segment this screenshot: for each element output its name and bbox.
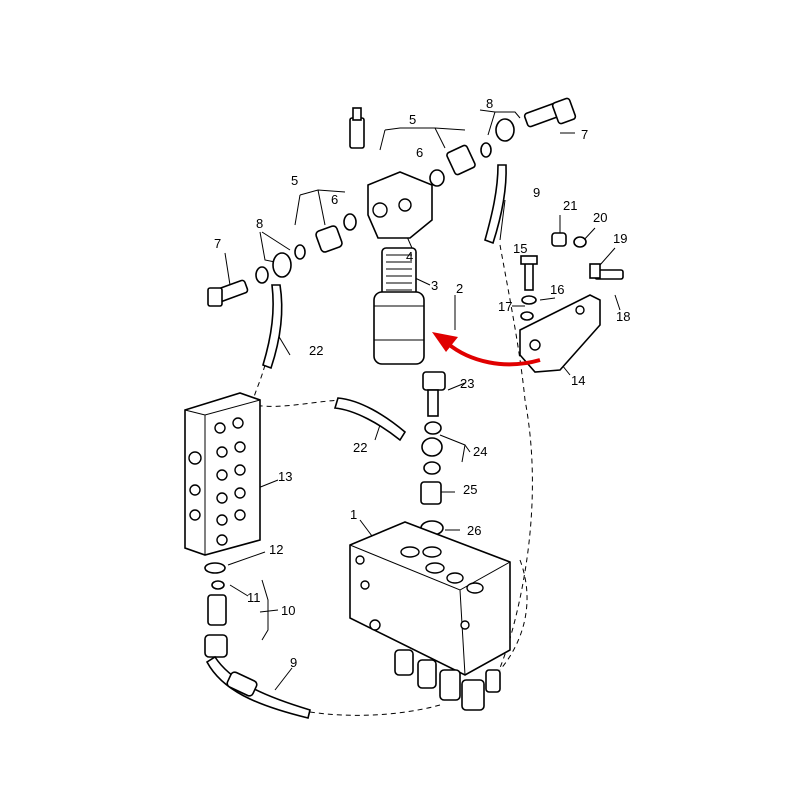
part-hose-sleeve (226, 671, 258, 697)
hose-route-line (252, 364, 346, 407)
part-hose-22-left (262, 284, 283, 370)
callout-3: 3 (431, 278, 438, 293)
callout-22: 22 (353, 440, 367, 455)
part-plug-25 (420, 481, 442, 505)
part-bolt-23 (422, 371, 446, 417)
callout-25: 25 (463, 482, 477, 497)
callout-7: 7 (581, 127, 588, 142)
part-manifold-block (184, 392, 261, 556)
part-banjo-24 (421, 421, 443, 475)
callout-9: 9 (533, 185, 540, 200)
callout-7: 7 (214, 236, 221, 251)
callout-5: 5 (291, 173, 298, 188)
callout-24: 24 (473, 444, 487, 459)
callout-23: 23 (460, 376, 474, 391)
part-bracket (519, 294, 601, 373)
callout-20: 20 (593, 210, 607, 225)
callout-16: 16 (550, 282, 564, 297)
callout-13: 13 (278, 469, 292, 484)
part-filter-bowl (373, 291, 425, 365)
part-filter-head (367, 171, 433, 239)
part-main-valve (349, 521, 511, 711)
callout-8: 8 (256, 216, 263, 231)
callout-14: 14 (571, 373, 585, 388)
part-banjo-left (207, 244, 306, 307)
highlight-arrow (432, 332, 541, 367)
part-bracket-hardware (520, 232, 624, 321)
part-adapter-left (315, 213, 357, 253)
callout-6: 6 (331, 192, 338, 207)
callout-1: 1 (350, 507, 357, 522)
callout-10: 10 (281, 603, 295, 618)
callout-11: 11 (247, 590, 261, 605)
hose-route-line (499, 559, 528, 671)
callout-19: 19 (613, 231, 627, 246)
callout-5: 5 (409, 112, 416, 127)
callout-22: 22 (309, 343, 323, 358)
part-hose-22-mid (333, 397, 407, 442)
callout-2: 2 (456, 281, 463, 296)
part-pressure-switch (349, 107, 365, 149)
part-union-fitting (429, 144, 476, 187)
part-fitting-10-12 (204, 562, 228, 658)
callout-26: 26 (467, 523, 481, 538)
callout-9: 9 (290, 655, 297, 670)
part-hose-9-upper (484, 164, 507, 245)
callout-17: 17 (498, 299, 512, 314)
callout-labels: 8 7 5 6 9 5 6 8 4 3 2 21 20 19 7 15 16 1… (214, 96, 630, 670)
callout-18: 18 (616, 309, 630, 324)
callout-8: 8 (486, 96, 493, 111)
part-banjo-bolt (480, 97, 577, 158)
hose-route-line (489, 244, 533, 691)
callout-15: 15 (513, 241, 527, 256)
callout-4: 4 (406, 249, 413, 264)
hose-route-line (309, 704, 441, 716)
callout-6: 6 (416, 145, 423, 160)
callout-21: 21 (563, 198, 577, 213)
part-filter-element (381, 247, 417, 299)
callout-12: 12 (269, 542, 283, 557)
